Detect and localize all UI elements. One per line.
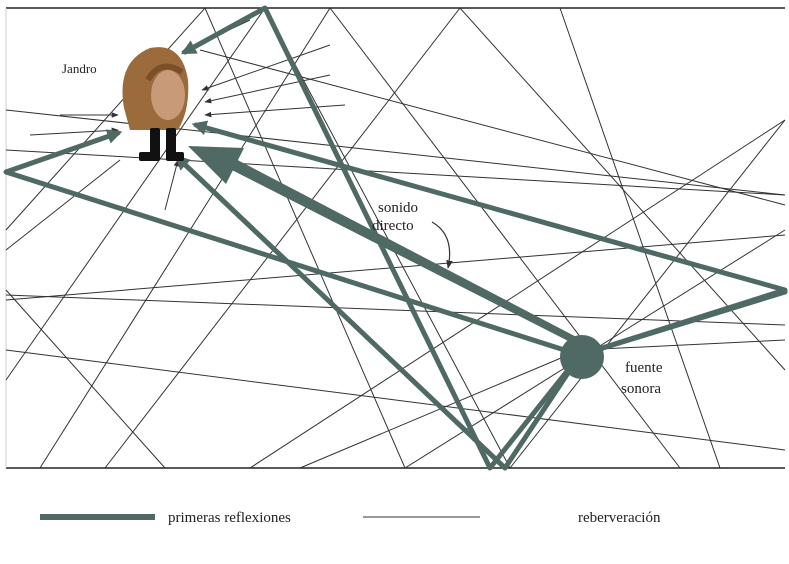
direct-label-pointer <box>431 221 453 269</box>
source-label-line1: fuente <box>625 360 663 376</box>
listener-legs <box>139 128 184 161</box>
reverberation-paths <box>5 7 786 469</box>
legend-early-reflections-label: primeras reflexiones <box>168 510 291 526</box>
sound-source-dot <box>560 335 604 379</box>
early-reflection-paths <box>3 5 788 471</box>
legend: primeras reflexiones reberveración <box>40 510 661 526</box>
listener-figure <box>122 47 189 161</box>
direct-sound-arrow <box>188 146 586 348</box>
direct-sound-label-line2: directo <box>372 218 414 234</box>
source-label-line2: sonora <box>621 381 661 397</box>
legend-reverberation-label: reberveración <box>578 510 661 526</box>
room-outline <box>5 7 785 469</box>
listener-name-label: Jandro <box>62 61 97 76</box>
direct-sound-label-line1: sonido <box>378 200 418 216</box>
listener-face <box>151 70 185 120</box>
